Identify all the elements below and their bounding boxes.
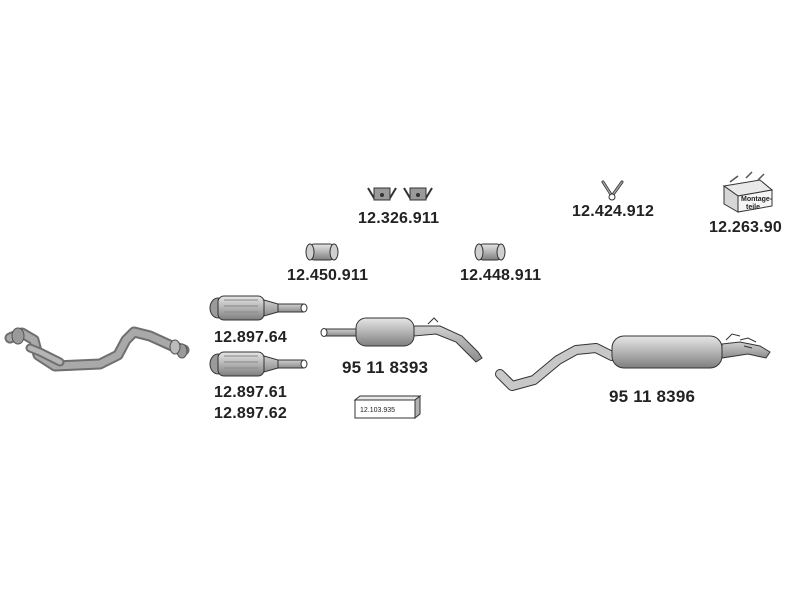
part-box-label: 12.103.935	[360, 407, 395, 414]
label-mounting-kit: 12.263.90	[709, 219, 782, 236]
mounting-kit-box-text-line1: Montage-	[741, 196, 773, 203]
label-rear-silencer: 95 11 8396	[609, 387, 696, 406]
mounting-kit-box-icon: Montage- teile	[722, 171, 774, 213]
label-clamp-left: 12.450.911	[287, 267, 369, 284]
catalytic-converter-icon	[209, 351, 308, 377]
label-hanger: 12.424.912	[572, 203, 655, 220]
hanger-icon	[601, 180, 624, 201]
mounting-kit-box-text-line2: teile	[746, 204, 760, 211]
label-clamp-right: 12.448.911	[460, 267, 542, 284]
front-pipe-icon	[4, 326, 190, 372]
label-catalyst-a: 12.897.64	[214, 329, 287, 346]
rubber-mount-icon	[403, 187, 433, 201]
label-rubber-mounts: 12.326.911	[358, 210, 440, 227]
label-catalyst-c: 12.897.62	[214, 405, 287, 422]
label-middle-silencer: 95 11 8393	[342, 358, 429, 377]
middle-silencer-icon	[320, 317, 483, 363]
rubber-mount-icon	[367, 187, 397, 201]
pipe-clamp-icon	[474, 243, 506, 261]
label-catalyst-b: 12.897.61	[214, 384, 287, 401]
part-box-icon: 12.103.935	[353, 394, 422, 420]
pipe-clamp-icon	[305, 243, 339, 261]
catalytic-converter-icon	[209, 295, 308, 321]
rear-silencer-icon	[495, 333, 771, 391]
